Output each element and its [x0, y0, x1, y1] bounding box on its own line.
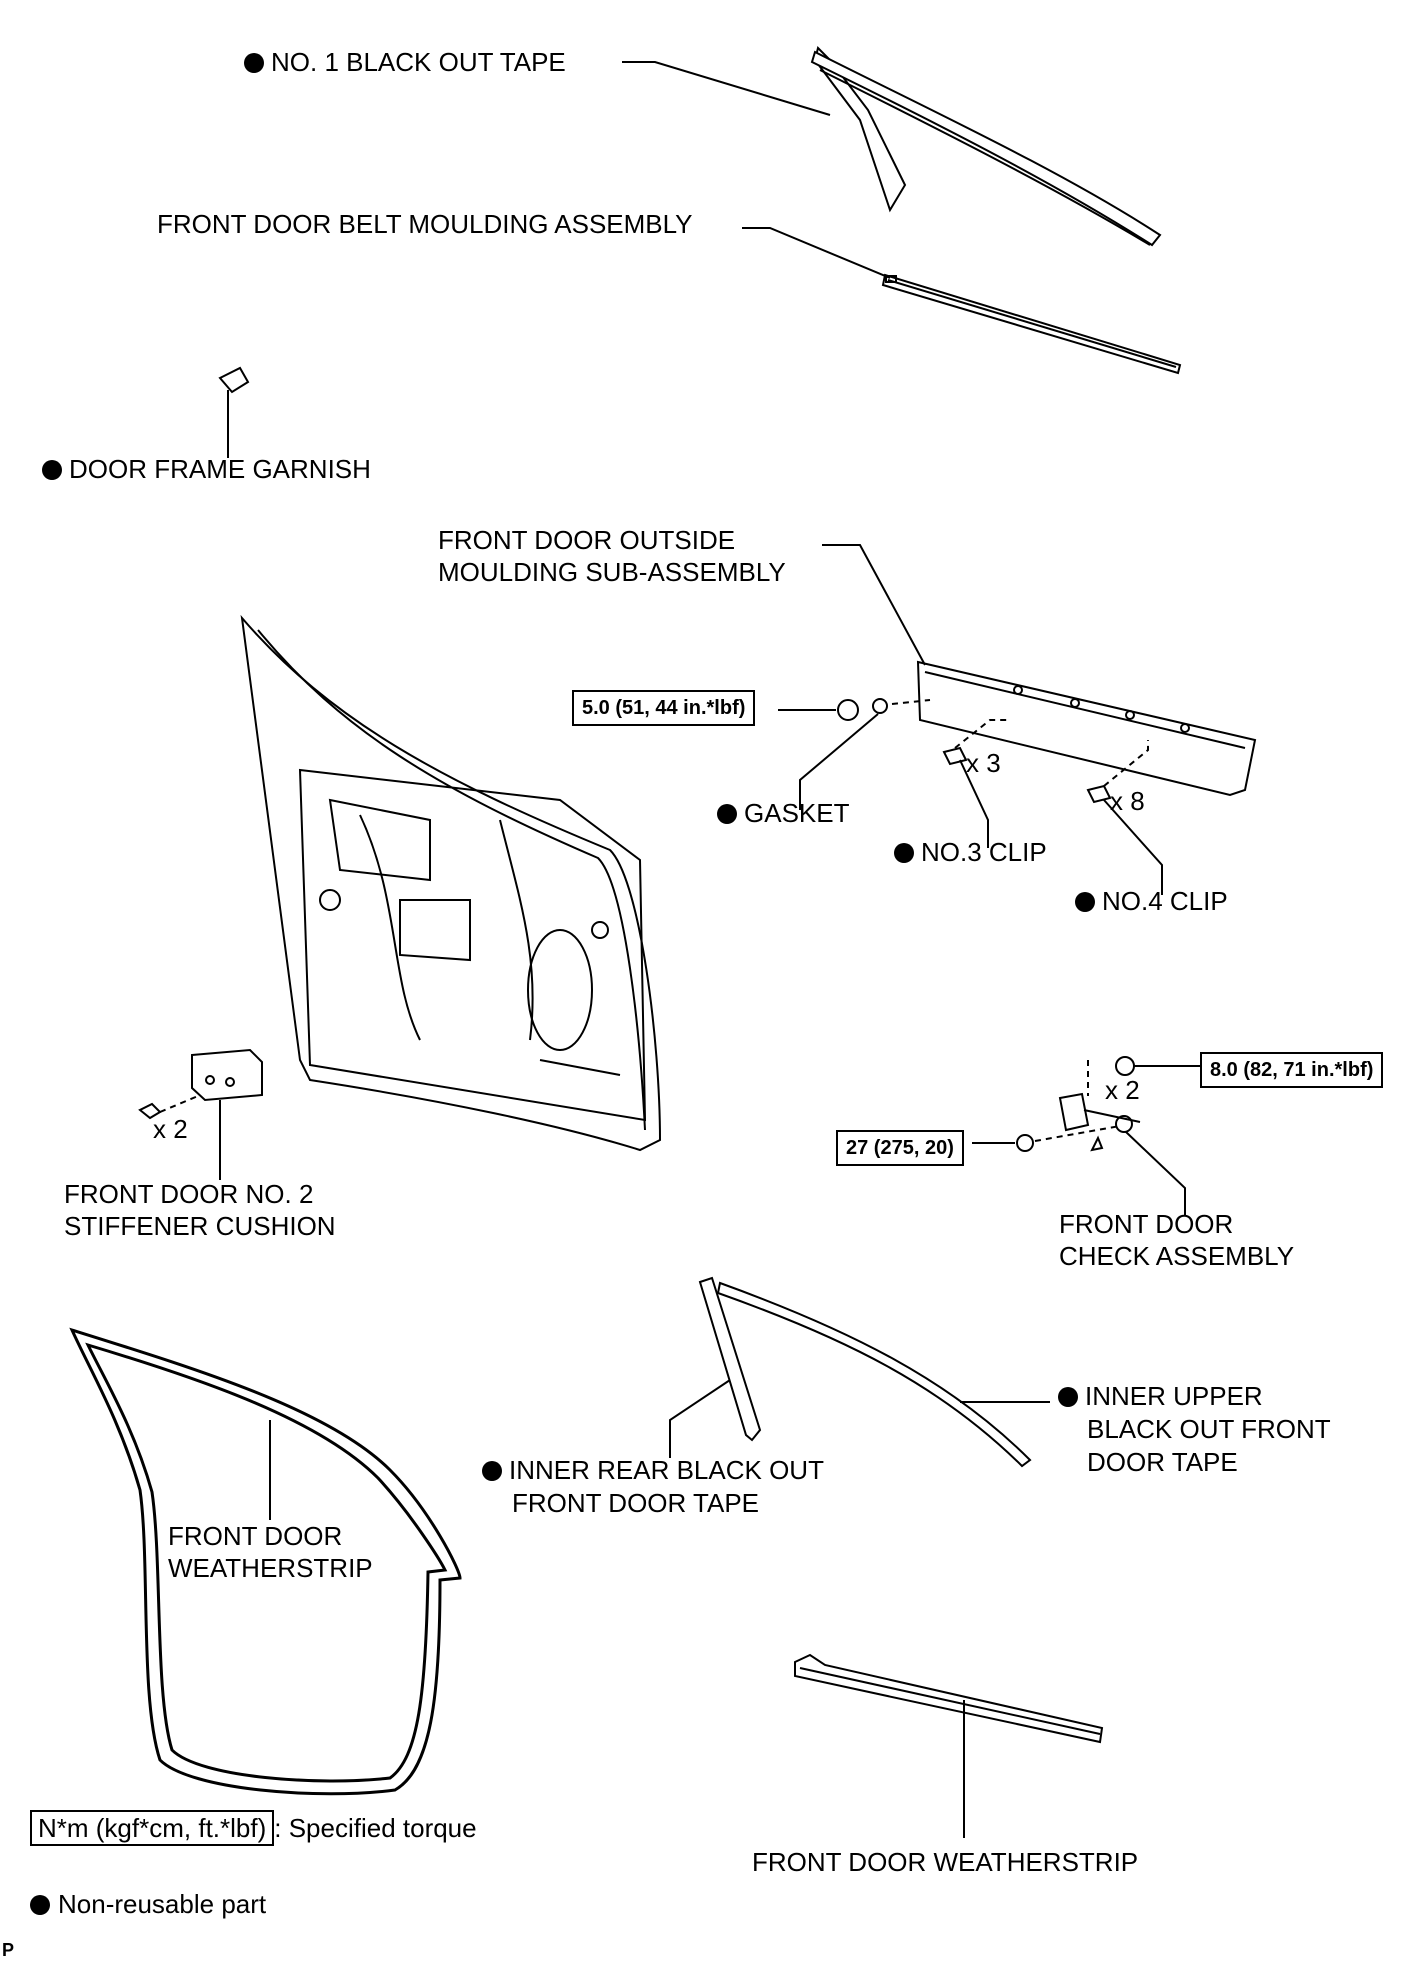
label-weatherstrip-bottom: FRONT DOOR WEATHERSTRIP	[752, 1847, 1139, 1877]
stiffener-cushion-part	[138, 1048, 263, 1180]
non-reusable-dot-icon	[717, 804, 737, 824]
torque-check-nut: 8.0 (82, 71 in.*lbf)	[1200, 1052, 1384, 1088]
door-panel	[240, 614, 662, 1152]
label-no4-clip: NO.4 CLIP	[1075, 885, 1228, 917]
label-inner-upper-line1: INNER UPPER	[1058, 1380, 1263, 1412]
belt-moulding-part	[881, 273, 1182, 375]
door-frame-garnish-part	[218, 366, 250, 458]
legend-torque: N*m (kgf*cm, ft.*lbf): Specified torque	[30, 1810, 477, 1846]
legend-non-reusable: Non-reusable part	[30, 1888, 266, 1920]
gasket-ring	[872, 698, 888, 714]
leader-belt-moulding	[742, 227, 891, 279]
outside-moulding-part	[916, 660, 1257, 797]
leader-gasket	[799, 713, 879, 810]
leader-blackout-tape	[622, 61, 831, 116]
weatherstrip-left-part	[69, 1327, 462, 1796]
qty-check-nut: x 2	[1105, 1075, 1140, 1105]
label-inner-upper-line2: BLACK OUT FRONT	[1087, 1414, 1331, 1444]
legend-torque-box: N*m (kgf*cm, ft.*lbf)	[30, 1810, 275, 1846]
label-door-frame-garnish: DOOR FRAME GARNISH	[42, 453, 371, 485]
leader-no3-clip	[959, 759, 989, 848]
weatherstrip-bottom-part	[794, 1653, 1104, 1838]
label-weatherstrip-left-line2: WEATHERSTRIP	[168, 1553, 373, 1583]
label-check-line2: CHECK ASSEMBLY	[1059, 1241, 1295, 1271]
label-outside-moulding-line1: FRONT DOOR OUTSIDE	[438, 525, 736, 555]
inner-black-out-tapes-part	[669, 1276, 1050, 1468]
non-reusable-dot-icon	[894, 843, 914, 863]
non-reusable-dot-icon	[1058, 1387, 1078, 1407]
label-outside-moulding-line2: MOULDING SUB-ASSEMBLY	[438, 557, 786, 587]
non-reusable-dot-icon	[482, 1461, 502, 1481]
label-stiffener-line1: FRONT DOOR NO. 2	[64, 1179, 314, 1209]
label-inner-rear-line1: INNER REAR BLACK OUT	[482, 1454, 824, 1486]
figure-code: P	[2, 1940, 15, 1960]
label-inner-rear-line2: FRONT DOOR TAPE	[512, 1488, 760, 1518]
moulding-nut	[837, 699, 859, 721]
legend-torque-text: : Specified torque	[274, 1813, 477, 1843]
label-check-line1: FRONT DOOR	[1059, 1209, 1234, 1239]
leader-no4-clip	[1103, 799, 1163, 895]
label-gasket: GASKET	[717, 797, 849, 829]
non-reusable-dot-icon	[42, 460, 62, 480]
qty-no3-clip: x 3	[966, 748, 1001, 778]
label-no3-clip: NO.3 CLIP	[894, 836, 1047, 868]
torque-moulding-nut: 5.0 (51, 44 in.*lbf)	[572, 690, 756, 726]
no4-clip-part	[1086, 784, 1112, 804]
check-assembly-part	[972, 1056, 1210, 1215]
label-weatherstrip-left-line1: FRONT DOOR	[168, 1521, 343, 1551]
label-no1-black-out-tape: NO. 1 BLACK OUT TAPE	[244, 46, 566, 78]
no3-clip-part	[942, 746, 968, 766]
non-reusable-dot-icon	[244, 53, 264, 73]
qty-stiffener-bolt: x 2	[153, 1114, 188, 1144]
non-reusable-dot-icon	[30, 1895, 50, 1915]
legend-non-reusable-text: Non-reusable part	[58, 1889, 267, 1919]
label-belt-moulding: FRONT DOOR BELT MOULDING ASSEMBLY	[157, 209, 693, 239]
qty-no4-clip: x 8	[1110, 786, 1145, 816]
torque-check-bolt: 27 (275, 20)	[836, 1130, 964, 1166]
leader-outside-moulding	[822, 544, 926, 666]
no1-black-out-tape-part	[810, 46, 1162, 247]
label-inner-upper-line3: DOOR TAPE	[1087, 1447, 1238, 1477]
non-reusable-dot-icon	[1075, 892, 1095, 912]
label-stiffener-line2: STIFFENER CUSHION	[64, 1211, 336, 1241]
